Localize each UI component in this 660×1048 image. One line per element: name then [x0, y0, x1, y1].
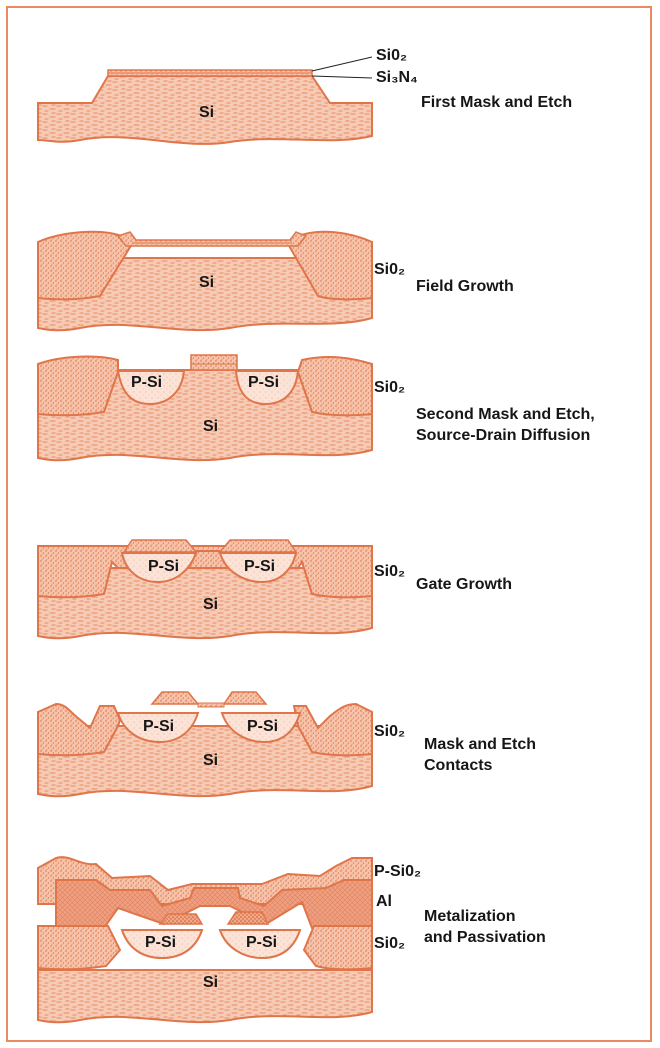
stage-5-caption-line-2: Contacts: [424, 755, 536, 776]
stage-6-psi-left-label: P-Si: [145, 934, 176, 952]
stage-3-caption: Second Mask and Etch, Source-Drain Diffu…: [416, 404, 595, 446]
stage-2-caption-line: Field Growth: [416, 276, 514, 297]
stage-2-caption: Field Growth: [416, 276, 514, 297]
stage-4-psi-left-label: P-Si: [148, 558, 179, 576]
stage-4-psi-right-label: P-Si: [244, 558, 275, 576]
stage-6-psi-right-label: P-Si: [246, 934, 277, 952]
stage-6-si-label: Si: [203, 974, 218, 992]
stage-6-aluminum-label: Al: [376, 892, 392, 912]
stage-1-cross-section: [38, 57, 372, 144]
stage-5-caption-line-1: Mask and Etch: [424, 734, 536, 755]
stage-4-oxide-label: Si0₂: [374, 562, 405, 582]
stage-1-si-label: Si: [199, 104, 214, 122]
stage-3-caption-line-2: Source-Drain Diffusion: [416, 425, 595, 446]
stage-6-caption: Metalization and Passivation: [424, 906, 546, 948]
stage-3-si-label: Si: [203, 418, 218, 436]
stage-4-si-label: Si: [203, 596, 218, 614]
stage-5-cross-section: [38, 692, 372, 796]
stage-3-oxide-label: Si0₂: [374, 378, 405, 398]
stage-5-oxide-label: Si0₂: [374, 722, 405, 742]
stage-5-si-label: Si: [203, 752, 218, 770]
stage-5-psi-right-label: P-Si: [247, 718, 278, 736]
stage-6-caption-line-1: Metalization: [424, 906, 546, 927]
stage-2-oxide-label: Si0₂: [374, 260, 405, 280]
stage-5-psi-left-label: P-Si: [143, 718, 174, 736]
stage-5-caption: Mask and Etch Contacts: [424, 734, 536, 776]
stage-6-passivation-label: P-Si0₂: [374, 862, 421, 882]
stage-4-caption: Gate Growth: [416, 574, 512, 595]
stage-3-psi-right-label: P-Si: [248, 374, 279, 392]
stage-2-si-label: Si: [199, 274, 214, 292]
stage-1-oxide-label: Si0₂: [376, 46, 407, 66]
stage-1-caption: First Mask and Etch: [421, 92, 572, 113]
stage-3-caption-line-1: Second Mask and Etch,: [416, 404, 595, 425]
stage-6-caption-line-2: and Passivation: [424, 927, 546, 948]
stage-1-nitride-label: Si₃N₄: [376, 68, 418, 88]
stage-6-oxide-label: Si0₂: [374, 934, 405, 954]
stage-1-caption-line: First Mask and Etch: [421, 92, 572, 113]
stage-4-caption-line: Gate Growth: [416, 574, 512, 595]
stage-3-psi-left-label: P-Si: [131, 374, 162, 392]
stage-3-cross-section: [38, 355, 372, 460]
stage-6-cross-section: [38, 857, 372, 1022]
stage-4-cross-section: [38, 540, 372, 638]
